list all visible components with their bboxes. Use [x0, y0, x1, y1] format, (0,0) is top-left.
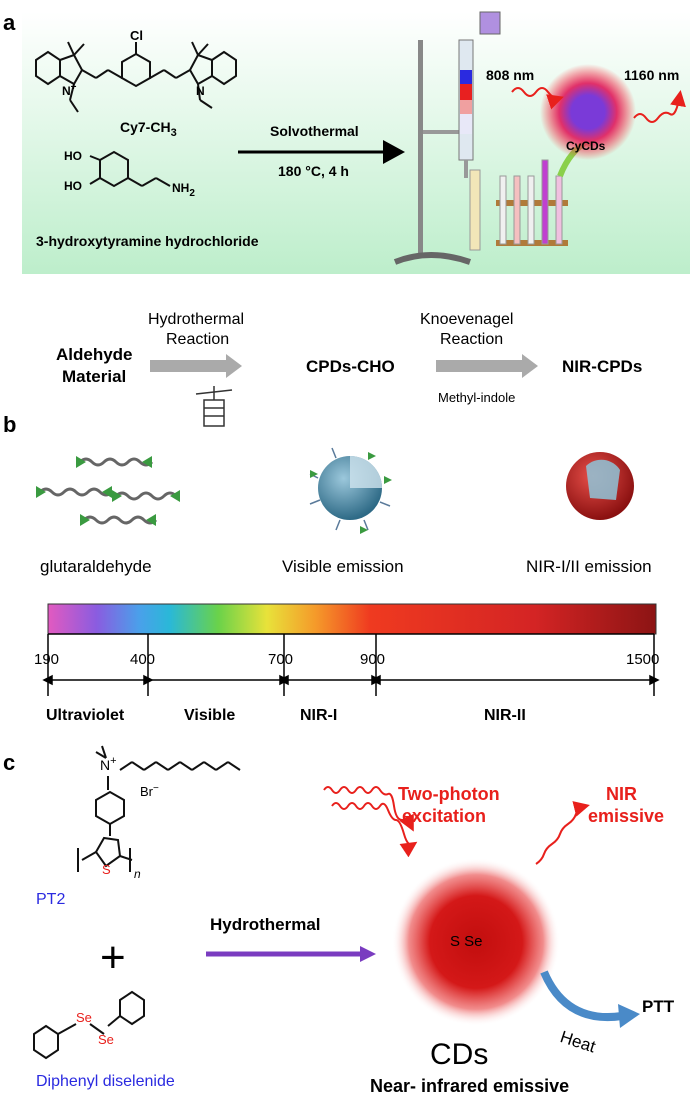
- region-nir1: NIR-I: [300, 707, 337, 724]
- dopamine-structure: [89, 150, 171, 188]
- region-arrows: [42, 674, 660, 686]
- column-apparatus: [393, 11, 501, 265]
- flow-arrow-2: [436, 354, 538, 378]
- tick-700: 700: [268, 651, 293, 668]
- region-ultraviolet: Ultraviolet: [46, 707, 125, 724]
- hydrothermal-label: Hydrothermal: [210, 915, 321, 934]
- cds-label: CDs: [430, 1038, 488, 1071]
- tick-190: 190: [34, 651, 59, 668]
- spectrum-bar: [47, 603, 657, 635]
- cy7-n-plus-label: N+: [62, 82, 77, 98]
- panel-a-letter: a: [3, 10, 16, 35]
- cy7-cl-label: Cl: [130, 28, 143, 43]
- glutaraldehyde-ends: [36, 456, 180, 526]
- tick-900: 900: [360, 651, 385, 668]
- flow-arrow-1: [150, 354, 242, 378]
- flow-reagent: Methyl-indole: [438, 390, 515, 405]
- pt2-br: Br−: [140, 783, 159, 799]
- glutaraldehyde-chains: [38, 457, 178, 525]
- cds-desc-label: Near- infrared emissive: [370, 1076, 569, 1096]
- region-visible: Visible: [184, 707, 235, 724]
- region-nir2: NIR-II: [484, 707, 526, 724]
- dopamine-nh2: NH2: [172, 181, 195, 199]
- nir-line2: emissive: [588, 806, 664, 826]
- nir-particle-icon: [566, 452, 634, 520]
- flow-end: NIR-CPDs: [562, 357, 642, 376]
- tick-1500: 1500: [626, 651, 659, 668]
- cycds-glow: [540, 64, 636, 160]
- two-photon-line1: Two-photon: [398, 784, 500, 804]
- dopamine-ho1: HO: [64, 149, 82, 163]
- cy7-label: Cy7-CH3: [120, 119, 177, 139]
- emission-wave: [633, 90, 686, 123]
- cy7-structure: [35, 41, 237, 113]
- emission-label: 1160 nm: [624, 67, 679, 83]
- cycds-label: CyCDs: [566, 139, 606, 153]
- pt2-n-plus: N+: [100, 755, 117, 773]
- cy7-n-label: N: [196, 84, 205, 98]
- hydrothermal-arrowhead: [360, 946, 376, 962]
- visible-emission-label: Visible emission: [282, 557, 404, 576]
- two-photon-line2: excitation: [402, 806, 486, 826]
- excitation-wave: [511, 87, 564, 110]
- diselenide-structure: [33, 990, 145, 1060]
- spectrum-axis: [47, 633, 655, 696]
- heat-label: Heat: [558, 1027, 598, 1056]
- panel-b-letter: b: [3, 412, 16, 437]
- nir-line1: NIR: [606, 784, 637, 804]
- tick-400: 400: [130, 651, 155, 668]
- flow-mid: CPDs-CHO: [306, 357, 395, 376]
- flow-step1-1: Hydrothermal: [148, 311, 244, 328]
- autoclave-icon: [195, 386, 233, 427]
- ptt-label: PTT: [642, 997, 675, 1016]
- flow-start-2: Material: [62, 367, 126, 386]
- pt2-structure: [77, 745, 241, 872]
- glutaraldehyde-label: glutaraldehyde: [40, 557, 152, 576]
- flow-step2-1: Knoevenagel: [420, 311, 513, 328]
- se2-label: Se: [98, 1032, 114, 1047]
- nir-emission-wave: [535, 801, 590, 865]
- pt2-s: S: [102, 862, 111, 877]
- panel-c-letter: c: [3, 750, 15, 775]
- conditions-label: 180 °C, 4 h: [278, 163, 349, 179]
- dopamine-ho2: HO: [64, 179, 82, 193]
- pt2-n-sub: n: [134, 867, 141, 881]
- heat-arrow: [540, 970, 623, 1021]
- se1-label: Se: [76, 1010, 92, 1025]
- flow-step2-2: Reaction: [440, 331, 503, 348]
- flow-step1-2: Reaction: [166, 331, 229, 348]
- solvothermal-label: Solvothermal: [270, 123, 359, 139]
- solvothermal-arrowhead: [383, 140, 405, 164]
- visible-particle-icon: [309, 447, 392, 534]
- plus-sign: +: [100, 933, 126, 982]
- cds-glow: [392, 858, 560, 1026]
- dopamine-label: 3-hydroxytyramine hydrochloride: [36, 233, 259, 249]
- flow-start-1: Aldehyde: [56, 345, 133, 364]
- diselenide-label: Diphenyl diselenide: [36, 1073, 175, 1090]
- pt2-label: PT2: [36, 891, 65, 908]
- two-photon-waves: [323, 786, 418, 858]
- heat-arrowhead: [618, 1004, 640, 1028]
- nir-emission-label: NIR-I/II emission: [526, 557, 652, 576]
- excitation-label: 808 nm: [486, 67, 534, 83]
- cds-core-label: S Se: [450, 933, 483, 950]
